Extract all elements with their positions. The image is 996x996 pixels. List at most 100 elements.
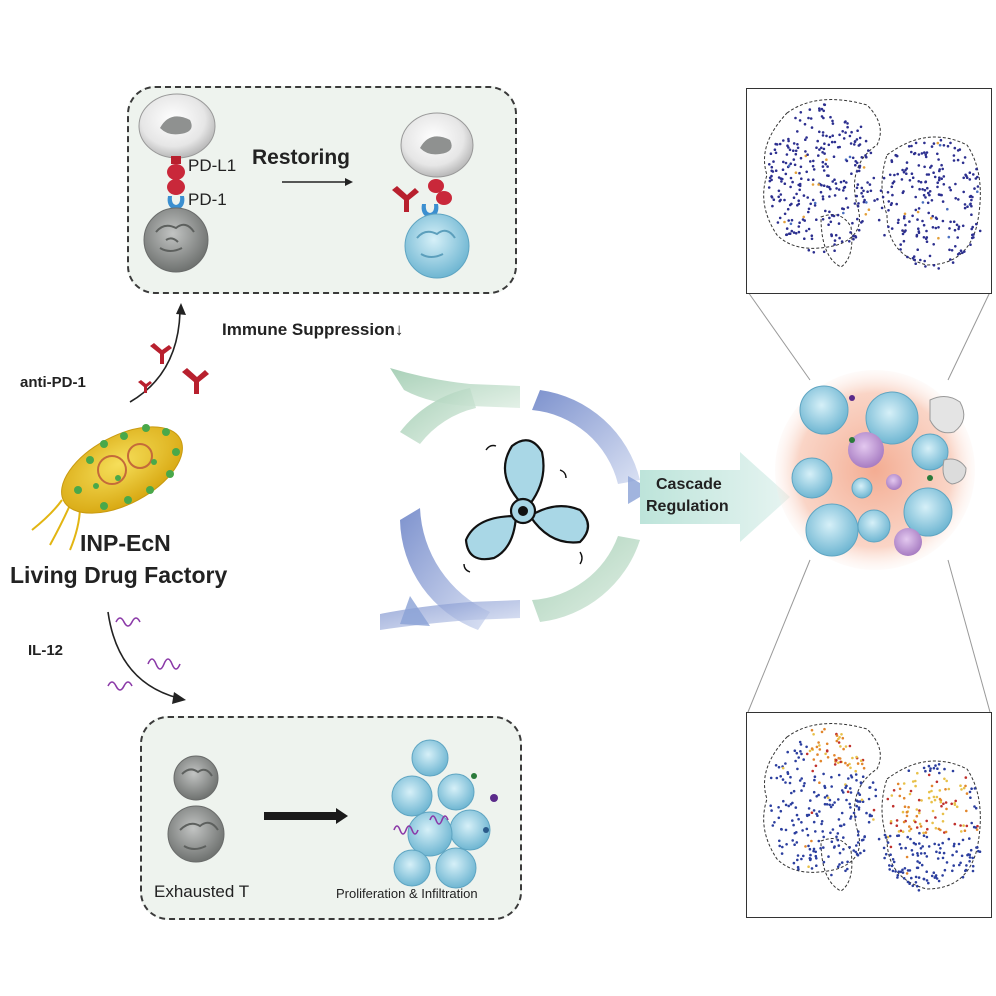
map-dot xyxy=(942,175,946,178)
map-dot xyxy=(952,220,956,223)
map-dot xyxy=(814,764,818,768)
map-dot xyxy=(838,236,841,240)
map-dot xyxy=(949,141,952,145)
map-dot xyxy=(930,874,934,878)
map-dot xyxy=(911,214,914,218)
map-dot xyxy=(901,830,905,833)
map-dot xyxy=(826,174,829,177)
map-dot xyxy=(856,800,860,803)
map-dot xyxy=(796,146,800,150)
map-dot xyxy=(794,232,798,235)
map-dot xyxy=(902,820,906,824)
map-dot xyxy=(938,789,942,792)
map-dot xyxy=(902,782,906,785)
map-dot xyxy=(925,240,929,243)
map-dot xyxy=(810,234,814,237)
map-dot xyxy=(903,867,907,870)
map-dot xyxy=(884,836,888,839)
map-dot xyxy=(973,187,976,190)
map-dot xyxy=(882,846,886,850)
map-dot xyxy=(777,765,781,769)
map-dot xyxy=(889,853,892,856)
map-dot xyxy=(799,750,802,753)
map-dot xyxy=(855,804,858,808)
map-dot xyxy=(819,190,823,194)
cascade-label-line2: Regulation xyxy=(646,498,729,515)
map-dot xyxy=(919,847,923,850)
map-dot xyxy=(865,811,868,815)
map-dot xyxy=(795,192,798,196)
map-dot xyxy=(877,218,881,222)
map-dot xyxy=(927,191,930,195)
map-dot xyxy=(872,818,875,821)
map-dot xyxy=(802,854,805,858)
map-dot xyxy=(833,243,836,246)
map-dot xyxy=(810,747,814,750)
map-dot xyxy=(939,193,942,197)
map-dot xyxy=(905,872,909,875)
map-dot xyxy=(846,764,849,767)
map-dot xyxy=(896,172,899,176)
map-dot xyxy=(905,814,909,818)
map-dot xyxy=(829,805,833,809)
map-dot xyxy=(927,211,930,215)
map-dot xyxy=(777,176,781,179)
map-dot xyxy=(963,206,967,210)
inp-ecn-bacterium xyxy=(31,424,183,551)
antibody-blocking xyxy=(392,186,419,212)
map-dot xyxy=(972,173,975,176)
map-dot xyxy=(827,855,830,858)
map-dot xyxy=(821,218,825,221)
map-dot xyxy=(859,851,862,855)
map-dot xyxy=(860,762,864,766)
map-dot xyxy=(855,138,859,141)
map-dot xyxy=(887,209,890,212)
map-dot xyxy=(789,803,793,806)
map-dot xyxy=(805,170,808,174)
map-dot xyxy=(904,223,907,227)
map-dot xyxy=(949,258,952,261)
map-dot xyxy=(784,803,788,807)
map-dot xyxy=(813,201,817,205)
map-dot xyxy=(825,158,828,161)
map-dot xyxy=(855,755,858,759)
map-dot xyxy=(859,759,863,762)
map-dot xyxy=(792,231,796,234)
map-dot xyxy=(934,216,938,219)
map-dot xyxy=(862,200,866,204)
map-dot xyxy=(799,165,803,169)
map-dot xyxy=(820,822,823,826)
map-dot xyxy=(903,215,906,218)
map-dot xyxy=(911,884,915,888)
map-dot xyxy=(965,864,968,867)
map-dot xyxy=(914,141,918,145)
map-dot xyxy=(810,728,814,732)
map-dot xyxy=(881,195,885,199)
map-dot xyxy=(897,218,900,222)
map-dot xyxy=(918,831,921,835)
map-dot xyxy=(828,803,831,807)
map-dot xyxy=(956,158,960,162)
map-dot xyxy=(770,809,773,812)
map-dot xyxy=(822,860,826,864)
map-dot xyxy=(826,165,829,168)
map-dot xyxy=(963,250,966,253)
map-dot xyxy=(845,181,848,184)
map-dot xyxy=(829,831,832,835)
map-dot xyxy=(850,130,853,134)
map-dot xyxy=(846,860,849,864)
map-dot xyxy=(837,188,841,191)
map-dot xyxy=(917,876,921,879)
map-dot xyxy=(817,839,821,843)
map-dot xyxy=(917,180,920,183)
map-dot xyxy=(938,176,941,179)
map-dot xyxy=(856,833,860,837)
map-dot xyxy=(809,117,813,120)
map-dot xyxy=(955,223,959,227)
map-dot xyxy=(837,773,841,777)
map-dot xyxy=(796,858,799,862)
map-dot xyxy=(860,156,864,159)
map-dot xyxy=(820,107,824,111)
map-dot xyxy=(809,853,812,857)
map-dot xyxy=(797,230,801,234)
